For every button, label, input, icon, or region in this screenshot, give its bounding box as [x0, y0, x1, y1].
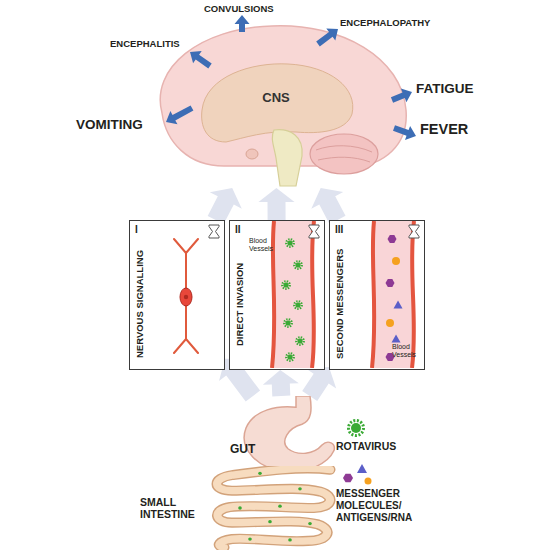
organ-label: GUT [230, 442, 255, 456]
pituitary [246, 149, 258, 159]
symptom-label: FATIGUE [416, 81, 474, 96]
vessel-wall [272, 221, 274, 368]
antigen-triangle [394, 301, 403, 309]
rotavirus-particle [284, 319, 292, 327]
virus-core [295, 302, 300, 307]
virus-spikes [286, 239, 294, 247]
rotavirus-dot [308, 522, 312, 525]
flow-arrow [259, 188, 295, 220]
panel-title: SECOND MESSENGERS [333, 243, 347, 365]
rotavirus-particle [294, 301, 302, 309]
rotavirus-particle [296, 337, 304, 345]
hourglass-icon [209, 225, 219, 238]
rotavirus-particle [282, 281, 290, 289]
rotavirus-particle [294, 261, 302, 269]
virus-core [287, 240, 292, 245]
molecule-hexagon [386, 279, 395, 287]
intestine-lumen [217, 468, 330, 547]
rotavirus-icon [349, 421, 364, 436]
brain-node: CNS [140, 18, 412, 188]
rotavirus-dot [288, 538, 292, 541]
virus-spikes [294, 261, 302, 269]
symptom-label: ENCEPHALITIS [110, 38, 180, 49]
panel-number: III [335, 224, 343, 235]
virus-core [295, 262, 300, 267]
flow-arrow [208, 188, 242, 224]
virus-spikes [294, 301, 302, 309]
pathway-panel: II DIRECT INVASIONBlood Vessels [229, 220, 325, 370]
hourglass-icon [309, 225, 319, 238]
virus-spikes [349, 421, 364, 436]
messenger-molecule [386, 319, 394, 327]
node-label: CNS [244, 90, 308, 105]
rotavirus-dot [278, 505, 282, 508]
symptom-label: CONVULSIONS [204, 3, 274, 14]
brainstem [272, 130, 302, 186]
rotavirus-dot [268, 520, 272, 523]
vessel-label: Blood Vessels [249, 237, 277, 253]
cell-nucleus [184, 295, 188, 299]
virus-spikes [284, 319, 292, 327]
virus-core [285, 320, 290, 325]
pathway-panel: I NERVOUS SIGNALLING [129, 220, 225, 370]
vessel-wall [372, 221, 374, 368]
flow-arrow [263, 370, 299, 396]
virus-spikes [296, 337, 304, 345]
legend-text: ROTAVIRUS [336, 440, 396, 452]
rotavirus-dot [238, 506, 242, 509]
cerebellum [310, 134, 378, 174]
rotavirus-dot [298, 487, 302, 490]
rna-dot [365, 478, 372, 485]
symptom-label: FEVER [420, 121, 468, 137]
flow-arrow [311, 188, 345, 224]
vessel-wall [312, 221, 314, 368]
hourglass-icon [409, 225, 419, 238]
virus-core [297, 338, 302, 343]
rotavirus-dot [258, 472, 262, 475]
organ-label: SMALL INTESTINE [140, 496, 206, 520]
stomach-node: GUT [228, 396, 338, 476]
legend-text: MESSENGER MOLECULES/ ANTIGENS/RNA [336, 488, 432, 524]
nerve-cell-body [180, 288, 192, 306]
molecule-hexagon [388, 235, 397, 243]
symptom-label: VOMITING [76, 117, 143, 132]
cerebellum-folds [316, 146, 372, 162]
rotavirus-dot [248, 537, 252, 540]
vessel-label: Blood Vessels [392, 343, 422, 359]
rotavirus-particle [286, 353, 294, 361]
messenger-icons [343, 464, 372, 485]
antigen-triangle [392, 335, 401, 343]
rotavirus-particle [286, 239, 294, 247]
panel-title: NERVOUS SIGNALLING [133, 243, 147, 365]
antigen-triangle [357, 464, 367, 473]
symptom-label: ENCEPHALOPATHY [340, 17, 430, 28]
molecule-hexagon [343, 474, 353, 483]
virus-spikes [286, 353, 294, 361]
stomach-outline [228, 396, 338, 476]
virus-core [287, 354, 292, 359]
virus-spikes [282, 281, 290, 289]
virus-core [283, 282, 288, 287]
stomach [244, 396, 334, 472]
panel-number: II [235, 224, 241, 235]
pathway-panel: III SECOND MESSENGERS Blood Vessels [329, 220, 425, 370]
vessel-wall [412, 221, 414, 368]
panel-title: DIRECT INVASION [233, 243, 247, 365]
nerve-fibre [174, 239, 198, 353]
panel-number: I [135, 224, 138, 235]
blood-vessel [272, 221, 314, 368]
virus-core [351, 423, 361, 433]
messenger-molecule [392, 257, 400, 265]
intestine-wall [217, 468, 330, 547]
intestine-node: SMALL INTESTINE [140, 466, 340, 550]
